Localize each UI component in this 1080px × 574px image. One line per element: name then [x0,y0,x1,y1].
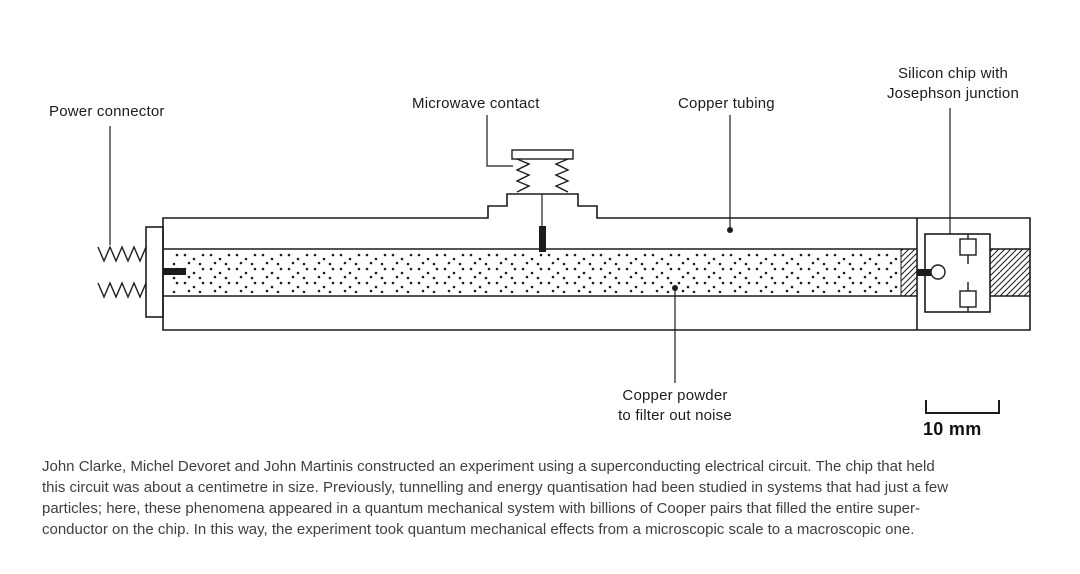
label-copper-tubing: Copper tubing [678,95,775,112]
josephson-junction-bottom [959,282,977,312]
tube-outline [162,193,1031,331]
caption-line: particles; here, these phenomena appeare… [42,500,920,517]
caption-line: John Clarke, Michel Devoret and John Mar… [42,458,935,475]
chip-feed-pin [917,269,931,276]
copper-powder-fill [172,253,901,293]
scale-bar-bracket [925,400,1000,414]
stud-thread-right [554,158,570,193]
stud-cap [511,149,574,160]
microwave-contact-stud [511,149,574,252]
caption-line: conductor on the chip. In this way, the … [42,521,915,538]
power-connector [97,226,186,318]
stud-thread-left [515,158,531,193]
scale-bar-label: 10 mm [923,419,982,439]
power-connector-thread-bottom [97,281,147,299]
caption-paragraph: John Clarke, Michel Devoret and John Mar… [42,456,948,540]
connector-flange [145,226,164,318]
caption-line: this circuit was about a centimetre in s… [42,479,949,496]
powder-channel [163,248,1030,297]
label-copper-powder-line2: to filter out noise [618,407,732,424]
josephson-junction-top [959,234,977,264]
leader-microwave-contact [486,115,513,167]
leader-lines [109,108,951,383]
label-microwave-contact: Microwave contact [412,95,540,112]
label-silicon-chip: Silicon chip with Josephson junction [878,64,1028,104]
hatch-plug-right [989,248,1031,297]
silicon-chip-assembly [917,233,991,313]
label-silicon-chip-line1: Silicon chip with [897,65,1009,82]
label-silicon-chip-line2: Josephson junction [886,85,1020,102]
label-copper-powder-line1: Copper powder [622,387,728,404]
label-power-connector: Power connector [49,103,165,120]
microwave-center-pin [539,226,546,252]
power-connector-thread-top [97,245,147,263]
hatch-plug-left [900,248,918,297]
chip-contact-circle [930,264,946,280]
leader-dot-copper-tubing [727,227,733,233]
label-copper-powder: Copper powder to filter out noise [598,386,752,426]
